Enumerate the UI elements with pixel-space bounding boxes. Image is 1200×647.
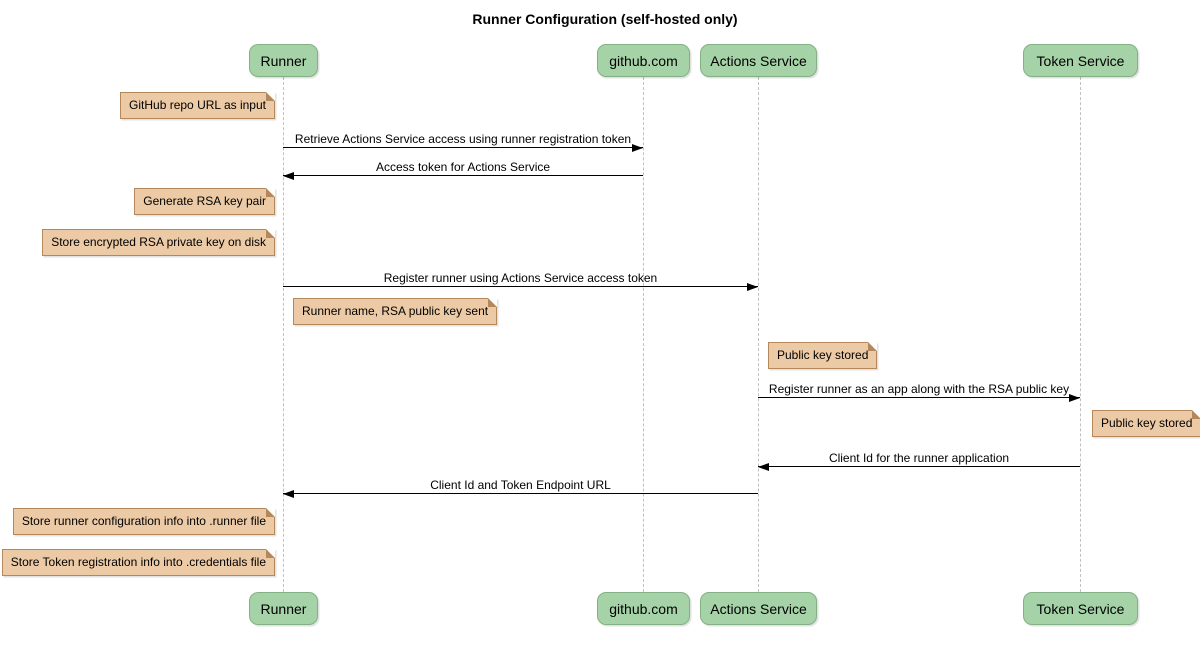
arrowhead-right-icon <box>632 144 643 152</box>
note-text: Store Token registration info into .cred… <box>10 555 266 569</box>
note-fold-icon <box>266 229 275 238</box>
lifeline-actions-service <box>758 77 759 592</box>
diagram-title: Runner Configuration (self-hosted only) <box>472 11 738 27</box>
note-text: Public key stored <box>1101 416 1193 430</box>
arrowhead-right-icon <box>747 283 758 291</box>
participant-bottom-token-service: Token Service <box>1023 592 1138 625</box>
note-fold-icon <box>868 342 878 351</box>
message-client-id-token-endpoint: Client Id and Token Endpoint URL <box>283 478 758 498</box>
message-label: Access token for Actions Service <box>375 160 551 174</box>
note-runner-name-public-key-sent: Runner name, RSA public key sent <box>293 298 498 325</box>
arrowhead-left-icon <box>283 172 294 180</box>
participant-top-runner: Runner <box>249 44 318 77</box>
note-fold-icon <box>488 298 498 307</box>
message-register-runner-as-app: Register runner as an app along with the… <box>758 382 1080 402</box>
note-text: Store runner configuration info into .ru… <box>21 514 266 528</box>
note-text: Generate RSA key pair <box>143 194 266 208</box>
note-store-token-registration: Store Token registration info into .cred… <box>1 549 275 576</box>
arrowhead-right-icon <box>1069 394 1080 402</box>
participant-top-token-service: Token Service <box>1023 44 1138 77</box>
note-text: Store encrypted RSA private key on disk <box>51 235 266 249</box>
note-text: Runner name, RSA public key sent <box>302 304 489 318</box>
message-client-id-for-runner: Client Id for the runner application <box>758 451 1080 471</box>
note-fold-icon <box>266 549 275 558</box>
note-fold-icon <box>1192 410 1200 419</box>
message-register-runner: Register runner using Actions Service ac… <box>283 271 758 291</box>
lifeline-token-service <box>1080 77 1081 592</box>
message-label: Retrieve Actions Service access using ru… <box>294 132 632 146</box>
participant-top-github: github.com <box>597 44 690 77</box>
note-public-key-stored-token: Public key stored <box>1092 410 1200 437</box>
lifeline-runner <box>283 77 284 592</box>
note-fold-icon <box>266 188 275 197</box>
note-generate-rsa-key-pair: Generate RSA key pair <box>134 188 275 215</box>
note-store-runner-config: Store runner configuration info into .ru… <box>12 508 275 535</box>
note-public-key-stored-actions: Public key stored <box>768 342 878 369</box>
arrowhead-left-icon <box>758 463 769 471</box>
arrowhead-left-icon <box>283 490 294 498</box>
participant-bottom-runner: Runner <box>249 592 318 625</box>
message-label: Register runner using Actions Service ac… <box>383 271 658 285</box>
note-text: GitHub repo URL as input <box>129 98 266 112</box>
note-store-encrypted-private-key: Store encrypted RSA private key on disk <box>42 229 275 256</box>
message-label: Client Id and Token Endpoint URL <box>430 478 611 492</box>
note-fold-icon <box>266 508 275 517</box>
message-label: Client Id for the runner application <box>828 451 1010 465</box>
lifeline-github <box>643 77 644 592</box>
message-label: Register runner as an app along with the… <box>768 382 1070 396</box>
note-text: Public key stored <box>777 348 869 362</box>
participant-bottom-actions-service: Actions Service <box>700 592 817 625</box>
note-fold-icon <box>266 92 275 101</box>
note-github-repo-url: GitHub repo URL as input <box>120 92 275 119</box>
participant-top-actions-service: Actions Service <box>700 44 817 77</box>
participant-bottom-github: github.com <box>597 592 690 625</box>
message-retrieve-actions-access: Retrieve Actions Service access using ru… <box>283 132 643 152</box>
message-access-token: Access token for Actions Service <box>283 160 643 180</box>
